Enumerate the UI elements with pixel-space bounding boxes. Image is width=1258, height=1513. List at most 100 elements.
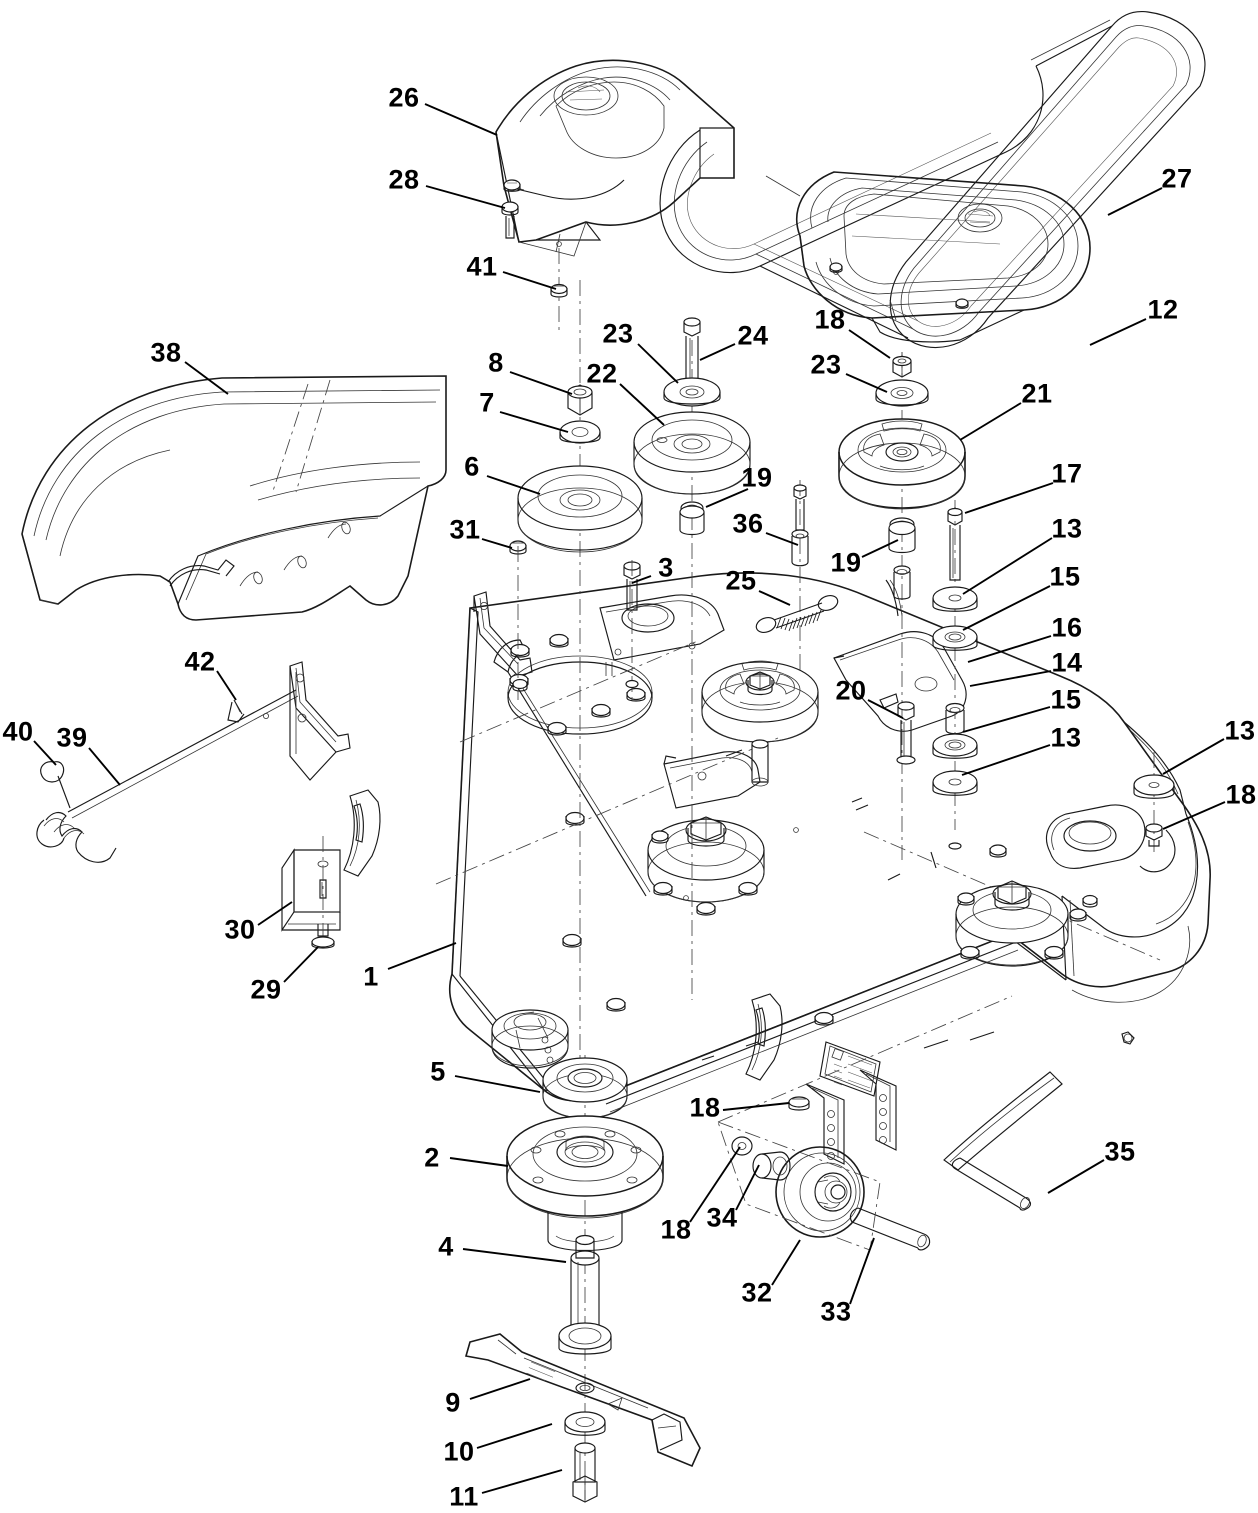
callout-3: 3 [658, 552, 674, 583]
callout-38: 38 [150, 337, 182, 368]
callout-27: 27 [1161, 163, 1193, 194]
part-11-blade-bolt [572, 1442, 598, 1503]
part-18-flange-nut-a [892, 355, 912, 378]
part-18-flange-nut-b [1145, 823, 1163, 847]
deck-spindle-center [647, 816, 765, 916]
callout-18c: 18 [689, 1092, 721, 1123]
part-36-spacer-sleeve [791, 480, 809, 700]
part-2-spindle-assembly [506, 1115, 664, 1251]
callout-42: 42 [184, 646, 216, 677]
part-23-cupped-washer-b [875, 379, 929, 407]
mower-deck [289, 572, 1211, 1171]
callout-31: 31 [449, 514, 481, 545]
part-35-roller-rod [951, 1157, 1032, 1211]
part-22-idler-pulley [633, 411, 751, 495]
part-29-bracket-screw [311, 924, 335, 949]
callout-4: 4 [438, 1231, 454, 1262]
part-8-lock-nut [567, 384, 593, 416]
callout-17: 17 [1051, 458, 1083, 489]
callout-36: 36 [732, 508, 764, 539]
part-28-cover-screw [501, 201, 519, 239]
torsion-spring [36, 761, 117, 863]
callout-10: 10 [443, 1436, 475, 1467]
callout-15b: 15 [1050, 684, 1082, 715]
part-15-bushing-washer-a [932, 625, 978, 651]
left-belt-cover [495, 59, 735, 257]
callout-32: 32 [741, 1277, 773, 1308]
callout-35: 35 [1104, 1136, 1136, 1167]
deck-idler-pulley-mid [701, 660, 819, 787]
callout-2: 2 [424, 1142, 440, 1173]
callout-13a: 13 [1051, 513, 1083, 544]
part-15-bushing-washer-b [932, 733, 978, 759]
part-19-spacer-bushing-a [679, 501, 705, 536]
callout-19b: 19 [830, 547, 862, 578]
part-19-spacer-bushing-b [888, 517, 916, 554]
callout-41: 41 [466, 251, 498, 282]
callout-33: 33 [820, 1296, 852, 1327]
callout-9: 9 [445, 1387, 461, 1418]
callout-5: 5 [430, 1056, 446, 1087]
callout-22: 22 [586, 358, 618, 389]
right-belt-cover [765, 171, 1091, 343]
callout-15a: 15 [1049, 561, 1081, 592]
callout-18a: 18 [814, 304, 846, 335]
callout-25: 25 [725, 565, 757, 596]
part-13-flat-washer-c [1133, 774, 1175, 799]
callout-8: 8 [488, 347, 504, 378]
callout-26: 26 [388, 82, 420, 113]
part-41-lock-nut [550, 248, 568, 330]
discharge-deflector [21, 375, 447, 621]
callout-34: 34 [706, 1202, 738, 1233]
callout-23a: 23 [602, 318, 634, 349]
callout-19a: 19 [741, 462, 773, 493]
part-30-bracket [281, 836, 341, 948]
callout-39: 39 [56, 722, 88, 753]
callout-28: 28 [388, 164, 420, 195]
deck-nuts [509, 633, 1098, 1026]
callout-13c: 13 [1224, 715, 1256, 746]
callout-16: 16 [1051, 612, 1083, 643]
callout-23b: 23 [810, 349, 842, 380]
part-5-spindle-pulley [542, 1057, 628, 1119]
callout-13b: 13 [1050, 722, 1082, 753]
callout-20: 20 [835, 675, 867, 706]
part-4-spindle-shaft [558, 1234, 612, 1355]
callout-24: 24 [737, 320, 769, 351]
callout-29: 29 [250, 974, 282, 1005]
deck-spindle-right [955, 804, 1146, 967]
callout-21: 21 [1021, 378, 1053, 409]
callout-1: 1 [363, 961, 379, 992]
part-24-hex-bolt [683, 317, 701, 383]
callout-11: 11 [449, 1481, 479, 1512]
part-13-flat-washer-b [932, 770, 978, 796]
part-18-flange-nut-d [788, 1096, 810, 1111]
callout-7: 7 [479, 387, 495, 418]
part-9-cutting-blade [464, 1333, 701, 1468]
callout-40: 40 [2, 716, 34, 747]
part-13-flat-washer-a [932, 586, 978, 612]
callout-18b: 18 [1225, 779, 1257, 810]
callout-18d: 18 [660, 1214, 692, 1245]
part-21-vgroove-pulley [838, 418, 966, 510]
part-17-hex-bolt [947, 507, 963, 581]
callout-6: 6 [464, 451, 480, 482]
part-6-idler-pulley [517, 465, 643, 553]
part-10-blade-washer [564, 1411, 606, 1436]
deck-decal [819, 1041, 881, 1097]
callout-12: 12 [1147, 294, 1179, 325]
deflector-rod-assembly [36, 689, 299, 863]
deck-spindle-left-front [491, 1009, 569, 1069]
part-3-carriage-bolt [623, 560, 641, 700]
callout-30: 30 [224, 914, 256, 945]
part-23-cupped-washer-a [663, 377, 721, 407]
part-31-lock-nut [509, 540, 528, 700]
cover-nut-upper [503, 179, 521, 192]
cotter-pin [227, 699, 245, 723]
part-7-flat-washer [559, 420, 601, 444]
part-20-hex-bolt [896, 701, 916, 765]
callout-14: 14 [1051, 647, 1083, 678]
part-19-spacer-bushing-c [893, 565, 911, 600]
